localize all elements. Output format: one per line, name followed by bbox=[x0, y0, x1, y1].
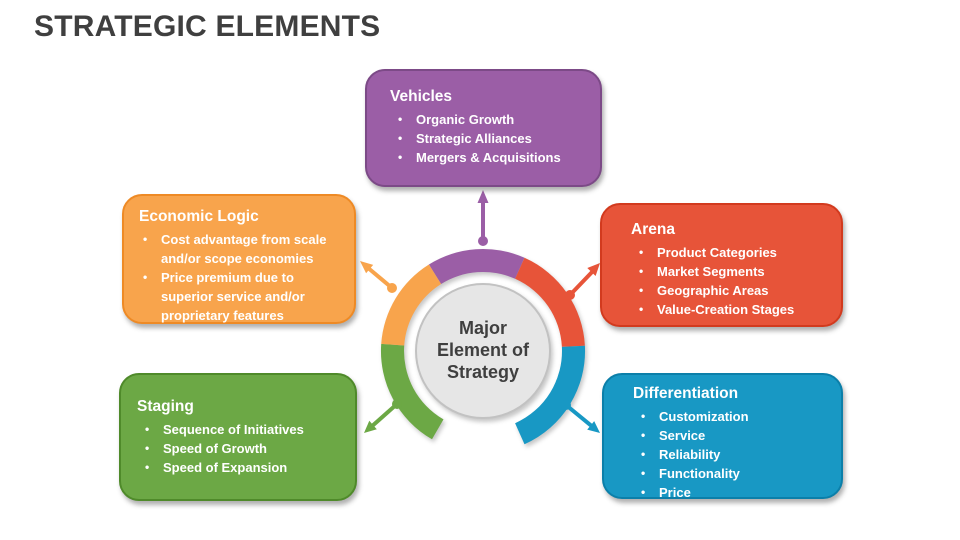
list-item: Functionality bbox=[633, 464, 833, 483]
connector-arena bbox=[565, 263, 600, 300]
list-item: Sequence of Initiatives bbox=[137, 420, 347, 439]
connector-vehicles bbox=[477, 190, 489, 246]
list-item-text: Value-Creation Stages bbox=[657, 302, 795, 317]
list-item-text: Service bbox=[659, 428, 706, 443]
connector-dot bbox=[392, 399, 402, 409]
list-item: Speed of Expansion bbox=[137, 458, 347, 477]
ring-segment-arena bbox=[515, 257, 585, 347]
arrowhead-icon bbox=[587, 263, 600, 276]
arrowhead-icon bbox=[360, 261, 374, 274]
connector-differentiation bbox=[561, 400, 600, 433]
ring-segment-vehicles bbox=[428, 248, 525, 284]
bullet-list: Sequence of Initiatives Speed of Growth … bbox=[137, 420, 347, 477]
connector-line bbox=[367, 266, 394, 290]
list-item-text: Functionality bbox=[659, 466, 740, 481]
arrowhead-icon bbox=[477, 190, 489, 203]
list-item: Reliability bbox=[633, 445, 833, 464]
connector-dot bbox=[561, 400, 571, 410]
list-item-text: Strategic Alliances bbox=[416, 131, 532, 146]
list-item-text: Cost advantage from scale and/or scope e… bbox=[161, 232, 327, 266]
hub-ring bbox=[380, 248, 586, 445]
list-item: Geographic Areas bbox=[631, 281, 833, 300]
bullet-list: Organic Growth Strategic Alliances Merge… bbox=[390, 110, 588, 167]
list-item: Price bbox=[633, 483, 833, 502]
connector-dot bbox=[478, 236, 488, 246]
list-item: Price premium due to superior service an… bbox=[139, 268, 348, 325]
list-item: Service bbox=[633, 426, 833, 445]
list-item-text: Reliability bbox=[659, 447, 721, 462]
list-item-text: Product Categories bbox=[657, 245, 777, 260]
list-item: Cost advantage from scale and/or scope e… bbox=[139, 230, 348, 268]
hub-center-label: Major Element of Strategy bbox=[436, 318, 529, 382]
list-item: Mergers & Acquisitions bbox=[390, 148, 588, 167]
list-item: Value-Creation Stages bbox=[631, 300, 833, 319]
list-item: Product Categories bbox=[631, 243, 833, 262]
box-staging: Staging Sequence of Initiatives Speed of… bbox=[119, 373, 357, 501]
arrowhead-icon bbox=[587, 421, 600, 433]
connector-dot bbox=[565, 290, 575, 300]
connector-line bbox=[568, 269, 595, 297]
box-title: Differentiation bbox=[633, 385, 739, 402]
connector-dot bbox=[387, 283, 397, 293]
list-item-text: Sequence of Initiatives bbox=[163, 422, 304, 437]
list-item-text: Mergers & Acquisitions bbox=[416, 150, 561, 165]
box-vehicles: Vehicles Organic Growth Strategic Allian… bbox=[365, 69, 602, 187]
box-title: Staging bbox=[137, 398, 194, 415]
list-item-text: Geographic Areas bbox=[657, 283, 769, 298]
connector-line bbox=[370, 402, 399, 428]
box-differentiation: Differentiation Customization Service Re… bbox=[602, 373, 843, 502]
bullet-list: Product Categories Market Segments Geogr… bbox=[631, 243, 833, 319]
bullet-list: Customization Service Reliability Functi… bbox=[633, 407, 833, 502]
connector-staging bbox=[364, 399, 402, 433]
box-title: Economic Logic bbox=[139, 208, 259, 225]
list-item: Customization bbox=[633, 407, 833, 426]
ring-segment-economic-logic bbox=[381, 264, 442, 346]
list-item-text: Market Segments bbox=[657, 264, 765, 279]
list-item: Strategic Alliances bbox=[390, 129, 588, 148]
connector-economic-logic bbox=[360, 261, 397, 293]
hub-center-circle bbox=[415, 283, 551, 419]
list-item-text: Price premium due to superior service an… bbox=[161, 270, 305, 323]
box-title: Arena bbox=[631, 221, 675, 238]
page-title: STRATEGIC ELEMENTS bbox=[34, 10, 381, 43]
list-item-text: Organic Growth bbox=[416, 112, 515, 127]
box-title: Vehicles bbox=[390, 88, 453, 105]
list-item: Speed of Growth bbox=[137, 439, 347, 458]
list-item-text: Speed of Expansion bbox=[163, 460, 288, 475]
list-item-text: Price bbox=[659, 485, 691, 500]
arrowhead-icon bbox=[364, 420, 377, 433]
box-arena: Arena Product Categories Market Segments… bbox=[600, 203, 843, 327]
list-item-text: Customization bbox=[659, 409, 749, 424]
list-item-text: Speed of Growth bbox=[163, 441, 267, 456]
list-item: Market Segments bbox=[631, 262, 833, 281]
ring-segment-staging bbox=[380, 343, 444, 440]
list-item: Organic Growth bbox=[390, 110, 588, 129]
box-economic-logic: Economic Logic Cost advantage from scale… bbox=[122, 194, 356, 324]
ring-segment-differentiation bbox=[515, 345, 586, 445]
connector-line bbox=[564, 403, 594, 429]
bullet-list: Cost advantage from scale and/or scope e… bbox=[139, 230, 348, 325]
